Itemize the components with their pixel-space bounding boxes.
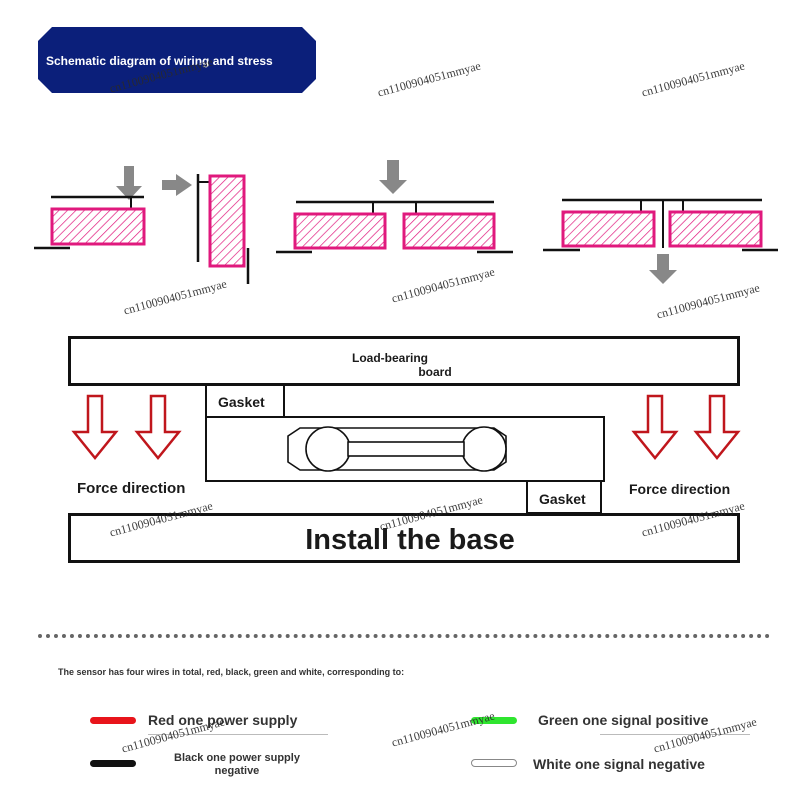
load-cell-sensor [205,416,605,482]
red-arrow-down [134,394,182,460]
stress-diagram-side-load [162,174,250,284]
wiring-intro: The sensor has four wires in total, red,… [58,667,405,677]
watermark: cn1100904051mmyae [376,58,483,100]
red-arrow-down [71,394,119,460]
sensor-block [668,210,763,248]
black-wire-icon [90,760,136,767]
install-base-label: Install the base [305,524,515,556]
green-wire-label: Green one signal positive [538,712,709,728]
stress-diagram-dual-top [276,160,513,254]
sensor-block [402,212,496,250]
watermark: cn1100904051mmyae [390,708,497,750]
sensor-block [208,174,246,268]
red-wire-underline [148,734,328,735]
watermark: cn1100904051mmyae [640,58,747,100]
stress-diagram-cantilever [34,166,146,250]
force-arrows-right [631,394,741,460]
load-board-label: Load-bearing board [351,351,452,379]
black-wire-label: Black one power supply negative [174,752,300,777]
sensor-block [561,210,656,248]
dotted-divider [38,634,770,638]
force-direction-left: Force direction [77,480,186,497]
white-wire-icon [471,759,517,767]
sensor-block [50,207,146,246]
red-arrow-down [693,394,741,460]
white-wire-label: White one signal negative [533,756,705,772]
red-arrow-down [631,394,679,460]
sensor-block [293,212,387,250]
red-wire-icon [90,717,136,724]
gray-arrow-down [116,166,142,200]
gray-arrow-down [649,254,677,284]
force-direction-right: Force direction [629,481,731,497]
install-base [68,513,740,563]
gasket-bottom-label: Gasket [539,491,586,507]
gasket-top-label: Gasket [218,394,265,410]
green-wire-underline [600,734,750,735]
load-bearing-board [68,336,740,386]
title-banner: Schematic diagram of wiring and stress [38,27,316,93]
gray-arrow-right [162,174,192,196]
stress-diagram-dual-bottom [543,198,778,284]
red-wire-label: Red one power supply [148,712,298,728]
force-arrows-left [71,394,182,460]
green-wire-icon [471,717,517,724]
stress-diagrams [34,160,778,284]
gray-arrow-down [379,160,407,194]
banner-title: Schematic diagram of wiring and stress [46,54,273,68]
